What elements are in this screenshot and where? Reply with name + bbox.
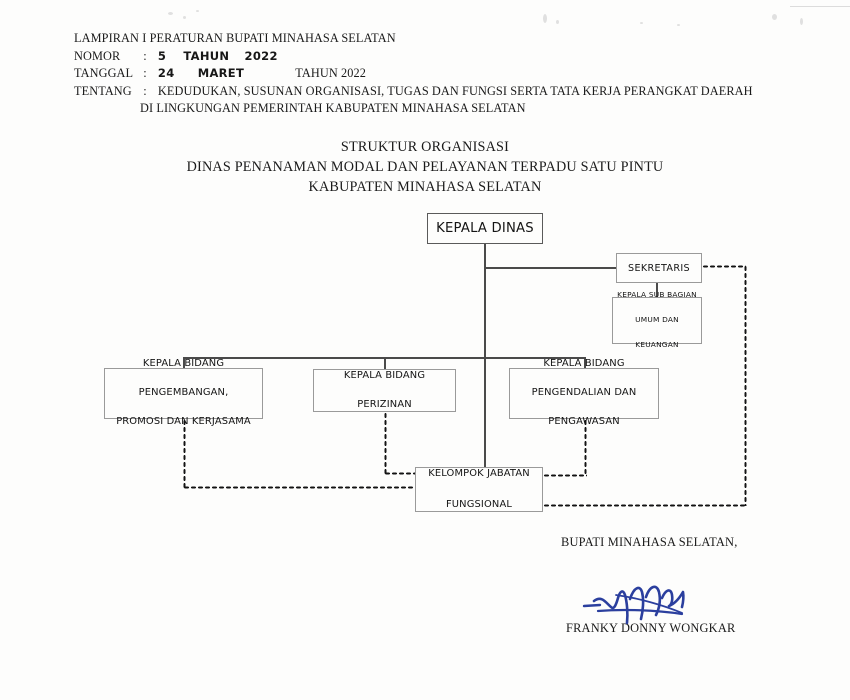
nomor-year-handwritten: 2022 [244, 48, 278, 63]
node-bidang-pengendalian-labels: KEPALA BIDANG PENGENDALIAN DAN PENGAWASA… [510, 357, 658, 430]
node-bidang-perizinan-line-1: KEPALA BIDANG [343, 369, 426, 381]
scan-artifact [183, 16, 186, 19]
node-sub-bagian-line-1: KEPALA SUB BAGIAN [617, 290, 697, 300]
signature-title-text: BUPATI MINAHASA SELATAN, [561, 535, 738, 549]
nomor-tahun-handwritten: TAHUN [183, 48, 230, 63]
node-bidang-pengembangan-labels: KEPALA BIDANG PENGEMBANGAN, PROMOSI DAN … [105, 357, 262, 430]
node-bidang-pengendalian-line-1: KEPALA BIDANG [543, 358, 625, 370]
node-sekretaris-label: SEKRETARIS [628, 262, 690, 274]
node-bidang-pengembangan[interactable]: KEPALA BIDANG PENGEMBANGAN, PROMOSI DAN … [104, 358, 263, 427]
node-sub-bagian-labels: KEPALA SUB BAGIAN UMUM DAN KEUANGAN [613, 289, 701, 352]
header-line-tentang: TENTANG : KEDUDUKAN, SUSUNAN ORGANISASI,… [74, 83, 753, 101]
node-bidang-perizinan[interactable]: KEPALA BIDANG PERIZINAN [313, 369, 456, 412]
tentang-line-2: DI LINGKUNGAN PEMERINTAH KABUPATEN MINAH… [140, 101, 526, 115]
node-bidang-perizinan-line-2: PERIZINAN [357, 398, 412, 410]
dotted-pengembangan-down [183, 419, 186, 488]
node-bidang-pengendalian[interactable]: KEPALA BIDANG PENGENDALIAN DAN PENGAWASA… [509, 358, 659, 427]
node-kepala-dinas-label: KEPALA DINAS [436, 221, 534, 236]
connector-drop-perizinan [384, 357, 386, 369]
header-line-tentang-cont: DI LINGKUNGAN PEMERINTAH KABUPATEN MINAH… [74, 100, 753, 118]
node-bidang-pengembangan-line-2: PENGEMBANGAN, [138, 387, 229, 399]
connector-sekretaris-to-subbagian [656, 283, 658, 297]
dotted-pengembangan-to-fungsional [183, 486, 415, 489]
tanggal-label: TANGGAL [74, 66, 134, 80]
nomor-colon: : [143, 48, 147, 63]
header-line-nomor: NOMOR : 5 TAHUN 2022 [74, 48, 753, 66]
node-sub-bagian-line-2: UMUM DAN [635, 315, 679, 325]
tanggal-value: 24 [157, 66, 175, 80]
signature-name-text: FRANKY DONNY WONGKAR [566, 621, 736, 635]
dotted-sekretaris-right [702, 265, 746, 268]
header-line-tanggal: TANGGAL : 24 MARET TAHUN 2022 [74, 65, 753, 83]
dotted-perizinan-down [384, 412, 387, 474]
tentang-line-1: KEDUDUKAN, SUSUNAN ORGANISASI, TUGAS DAN… [157, 83, 753, 98]
connector-drop-pengembangan [183, 357, 185, 369]
chart-title: STRUKTUR ORGANISASI DINAS PENANAMAN MODA… [0, 137, 850, 197]
node-kelompok-fungsional[interactable]: KELOMPOK JABATAN FUNGSIONAL [415, 467, 543, 512]
scan-artifact [772, 14, 777, 20]
scan-edge-line [790, 6, 850, 7]
tentang-colon: : [143, 83, 147, 98]
dotted-far-right-vertical [744, 265, 747, 506]
node-bidang-pengendalian-line-3: PENGAWASAN [548, 416, 620, 428]
node-kelompok-fungsional-line-2: FUNGSIONAL [445, 499, 513, 511]
node-kelompok-fungsional-labels: KELOMPOK JABATAN FUNGSIONAL [416, 466, 542, 513]
tanggal-tahun-text: TAHUN 2022 [295, 66, 367, 80]
dotted-pengendalian-to-fungsional [543, 474, 587, 477]
node-bidang-pengembangan-line-1: KEPALA BIDANG [142, 358, 225, 370]
chart-title-line-3: KABUPATEN MINAHASA SELATAN [308, 179, 542, 195]
tentang-label: TENTANG [74, 83, 132, 98]
connector-spine-main [484, 244, 486, 467]
node-sub-bagian-line-3: KEUANGAN [635, 340, 679, 350]
node-sub-bagian[interactable]: KEPALA SUB BAGIAN UMUM DAN KEUANGAN [612, 290, 702, 349]
node-kelompok-fungsional-line-1: KELOMPOK JABATAN [428, 468, 530, 480]
node-bidang-pengembangan-line-3: PROMOSI DAN KERJASAMA [116, 416, 251, 428]
scan-artifact [800, 18, 803, 25]
node-kepala-dinas[interactable]: KEPALA DINAS [427, 213, 543, 244]
scan-artifact [543, 14, 547, 23]
scan-artifact [640, 22, 643, 24]
tanggal-colon: : [143, 66, 147, 80]
document-header: LAMPIRAN I PERATURAN BUPATI MINAHASA SEL… [74, 30, 753, 118]
nomor-value: 5 [157, 48, 167, 63]
scan-artifact [677, 24, 680, 26]
dotted-bottom-return [543, 504, 746, 507]
scan-artifact [168, 12, 173, 15]
nomor-label: NOMOR [74, 48, 121, 63]
dotted-perizinan-to-fungsional [384, 472, 415, 475]
signature-mark [582, 585, 685, 625]
node-sekretaris[interactable]: SEKRETARIS [616, 253, 702, 283]
connector-drop-pengendalian [584, 357, 586, 369]
tanggal-month-handwritten: MARET [197, 66, 245, 80]
chart-title-line-1: STRUKTUR ORGANISASI [340, 139, 510, 155]
chart-title-line-2: DINAS PENANAMAN MODAL DAN PELAYANAN TERP… [186, 159, 664, 175]
dotted-pengendalian-down [584, 419, 587, 476]
signature-name: FRANKY DONNY WONGKAR [566, 621, 735, 636]
scan-artifact [556, 20, 559, 24]
scan-artifact [196, 10, 199, 12]
signature-title: BUPATI MINAHASA SELATAN, [561, 535, 738, 550]
connector-to-sekretaris [484, 267, 616, 269]
node-bidang-pengendalian-line-2: PENGENDALIAN DAN [531, 387, 637, 399]
lampiran-text: LAMPIRAN I PERATURAN BUPATI MINAHASA SEL… [74, 31, 396, 45]
node-bidang-perizinan-labels: KEPALA BIDANG PERIZINAN [314, 369, 455, 413]
header-line-lampiran: LAMPIRAN I PERATURAN BUPATI MINAHASA SEL… [74, 30, 753, 48]
